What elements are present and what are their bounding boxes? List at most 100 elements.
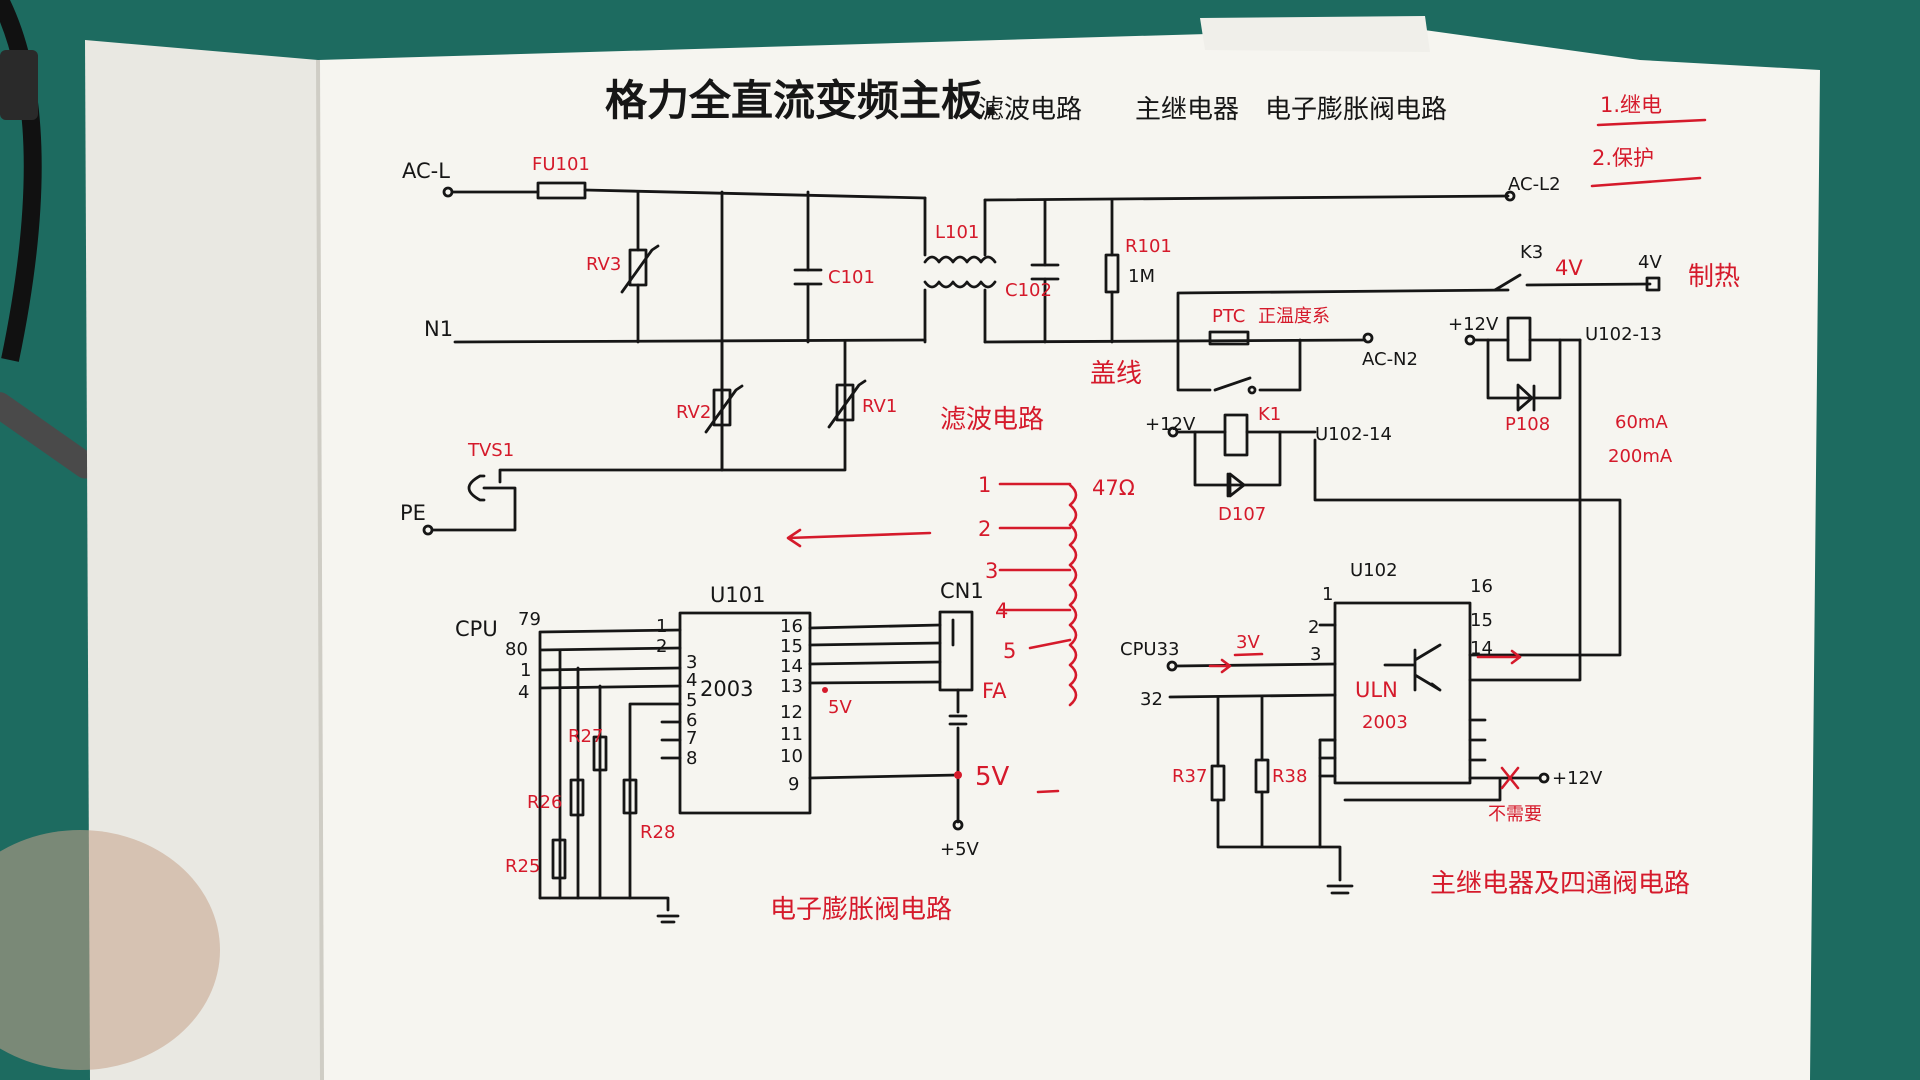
k3-switch (1493, 273, 1652, 292)
label-r28: R28 (640, 822, 675, 843)
u101-input-wires (538, 628, 682, 900)
label-cpu33: CPU33 (1120, 639, 1180, 660)
pin-2: 2 (978, 517, 991, 541)
gnd-right (1318, 845, 1354, 895)
label-k3-4v: 4V (1555, 256, 1583, 280)
u101-output-wires (808, 623, 960, 780)
tvs-lead (498, 468, 724, 484)
label-5v-a: 5V (828, 697, 852, 718)
u101-rpin-15: 15 (780, 636, 803, 657)
wire-cpu33 (1174, 662, 1337, 668)
tvs1 (467, 474, 486, 502)
label-k3: K3 (1520, 242, 1543, 263)
label-cn1: CN1 (940, 579, 984, 603)
label-acn2: AC-N2 (1362, 349, 1418, 370)
label-u101: U101 (710, 583, 765, 607)
label-l101: L101 (935, 222, 979, 243)
label-r101: R101 (1125, 236, 1172, 257)
u101-lpin-3: 3 (686, 652, 697, 673)
u101-rpin-13: 13 (780, 676, 803, 697)
label-cpu: CPU (455, 617, 498, 641)
label-uln: ULN (1355, 678, 1398, 702)
label-c101: C101 (828, 267, 875, 288)
cpu-pin-80: 80 (505, 639, 528, 660)
label-uln-bottom: 主继电器及四通阀电路 (1430, 869, 1690, 899)
label-r27: R27 (568, 726, 603, 747)
left-page (85, 40, 322, 1080)
note-1-line (1596, 118, 1707, 127)
u101-lpin-5: 5 (686, 690, 697, 711)
red-arrow-cpu (1208, 658, 1232, 674)
u101-lpin-7: 7 (686, 728, 697, 749)
varistor-rv3 (628, 248, 648, 287)
label-k1: K1 (1258, 404, 1281, 425)
diode-p108 (1516, 383, 1536, 412)
label-ptc-note: 正温度系 (1258, 306, 1330, 327)
u102-pin-2: 2 (1308, 617, 1319, 638)
eev-circuit: 滤波电路 47Ω 1 2 3 4 5 U101 2003 CPU 79 80 1… (455, 405, 1135, 925)
subtitle-relay: 主继电器 (1135, 95, 1239, 125)
label-r101-value: 1M (1128, 266, 1155, 287)
resistor-r38 (1254, 758, 1270, 794)
k3-coil-wires (1472, 338, 1582, 400)
chip-u101 (678, 611, 812, 815)
label-r25: R25 (505, 856, 540, 877)
label-eev-bottom: 电子膨胀阀电路 (770, 895, 952, 925)
label-rv3: RV3 (586, 254, 621, 275)
varistor-rv2 (712, 388, 732, 427)
label-u101-chip: 2003 (700, 677, 753, 701)
label-3v: 3V (1236, 632, 1260, 653)
u101-lpin-4: 4 (686, 670, 697, 691)
wire-acl (450, 188, 927, 200)
cpu-pin-4: 4 (518, 682, 529, 703)
note-1: 1.继电 (1600, 93, 1662, 117)
terminal-acl2 (1504, 190, 1516, 202)
pin-3: 3 (985, 559, 998, 583)
label-rv1: RV1 (862, 396, 897, 417)
cn1-cap-wire (948, 688, 968, 824)
red-arrow-left (786, 528, 932, 548)
pin-1: 1 (978, 473, 991, 497)
label-u102-13: U102-13 (1585, 324, 1662, 345)
wire-u102-14-loop (1313, 438, 1622, 657)
node-5v (954, 771, 962, 779)
wire-n (453, 338, 1367, 344)
k1-contact-wires (1176, 338, 1302, 392)
back-page (1200, 16, 1430, 52)
varistor-rv1 (835, 383, 855, 422)
label-filter-mid: 滤波电路 (940, 405, 1044, 435)
label-rv2: RV2 (676, 402, 711, 423)
u101-lpin-6: 6 (686, 710, 697, 731)
wire-acl2 (983, 194, 1510, 202)
label-not-needed: 不需要 (1488, 804, 1542, 825)
uln-circuit: U102 ULN 2003 CPU33 3V 32 R37 R38 1 2 3 … (1120, 560, 1690, 899)
label-u102: U102 (1350, 560, 1398, 581)
pen (0, 392, 99, 479)
u101-rpin-10: 10 (780, 746, 803, 767)
underline-3v (1233, 652, 1264, 657)
k1-coil (1223, 413, 1249, 457)
label-c102: C102 (1005, 280, 1052, 301)
page-title: 格力全直流变频主板. (605, 76, 999, 125)
connector-cn1 (938, 610, 974, 692)
resistor-r37 (1210, 764, 1226, 802)
label-uln-2003: 2003 (1362, 712, 1408, 733)
terminal-acn2 (1362, 332, 1374, 344)
fuse-fu101 (536, 181, 587, 200)
u101-rpin-9: 9 (788, 774, 799, 795)
red-dash (1036, 789, 1060, 794)
u101-nc-pins (660, 720, 682, 760)
rv1-slash (827, 379, 867, 429)
eev-coil (1068, 483, 1078, 707)
label-ptc: PTC (1212, 306, 1245, 327)
u101-rpin-16: 16 (780, 616, 803, 637)
label-r37: R37 (1172, 766, 1207, 787)
terminal-pe (422, 524, 434, 536)
red-x (1500, 766, 1520, 790)
u102-pin-1: 1 (1322, 584, 1333, 605)
transistor-symbol (1383, 643, 1442, 692)
label-n1: N1 (424, 317, 453, 341)
rv2-slash (704, 384, 744, 434)
label-12v-uln: +12V (1552, 768, 1603, 789)
pin-4: 4 (995, 599, 1008, 623)
